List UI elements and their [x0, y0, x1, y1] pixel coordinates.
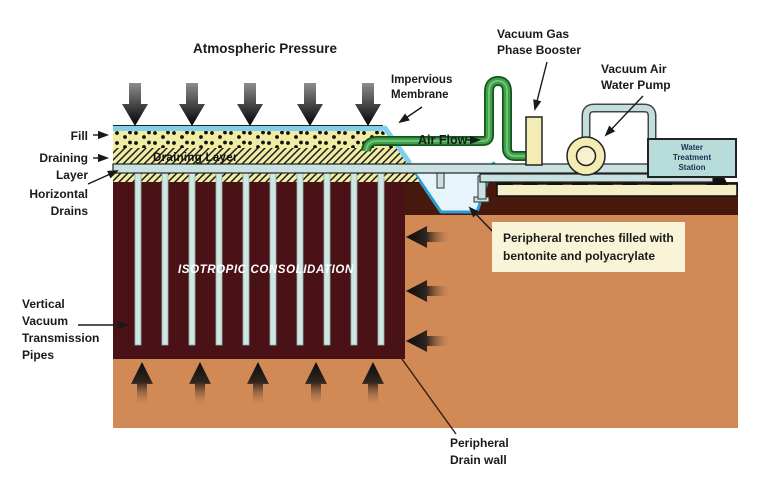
impervious-membrane-label: Impervious Membrane — [391, 74, 453, 101]
vacuum-air-pump-label: Vacuum Air Water Pump — [601, 62, 671, 92]
draining-layer-inner-label: Draining Layer — [153, 152, 238, 164]
isotropic-consolidation-label: ISOTROPIC CONSOLIDATION — [178, 264, 354, 276]
pump-pipe — [581, 103, 657, 152]
upward-pressure-arrows — [131, 362, 384, 407]
atmospheric-pressure-arrows — [122, 83, 381, 126]
vertical-pipes-label: Vertical Vacuum Transmission Pipes — [22, 297, 100, 362]
vacuum-gas-booster-label: Vacuum Gas Phase Booster — [497, 27, 582, 57]
trench-note: Peripheral trenches filled with bentonit… — [492, 222, 685, 272]
fill-layer — [113, 131, 397, 148]
air-flow-label: Air Flow — [418, 133, 468, 147]
horizontal-drains-label: Horizontal Drains — [29, 187, 88, 218]
water-treatment-station-label: Water Treatment Station — [672, 143, 712, 172]
equipment-platform — [496, 183, 738, 197]
air-flow-pipe — [361, 75, 527, 161]
atmospheric-pressure-label: Atmospheric Pressure — [193, 41, 338, 56]
vacuum-air-water-pump — [566, 136, 606, 176]
draining-layer-label: Draining Layer — [39, 151, 88, 182]
vacuum-gas-booster — [525, 116, 543, 166]
drain-wall-label: Peripheral Drain wall — [450, 436, 509, 467]
fill-label: Fill — [70, 129, 88, 143]
leftward-pressure-arrows — [406, 226, 451, 352]
water-treatment-station — [647, 138, 737, 178]
